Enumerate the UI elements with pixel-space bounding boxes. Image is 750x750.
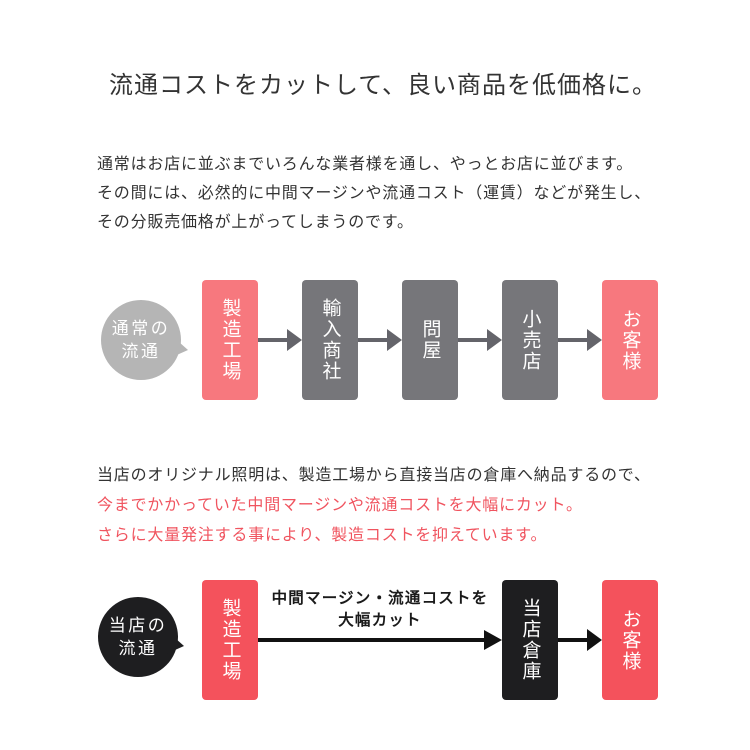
cut-label-line2: 大幅カット xyxy=(338,612,422,629)
flow-box-customer: お客様 xyxy=(602,280,658,400)
store-line-3: さらに大量発注する事により、製造コストを抑えています。 xyxy=(97,527,548,544)
intro-paragraph: 通常はお店に並ぶまでいろんな業者様を通し、やっとお店に並びます。 その間には、必… xyxy=(97,150,651,237)
store-paragraph: 当店のオリジナル照明は、製造工場から直接当店の倉庫へ納品するので、 今までかかっ… xyxy=(97,461,651,551)
store-flow-bubble-tail xyxy=(166,630,184,654)
arrow-4 xyxy=(558,329,602,351)
flow-box-store-factory: 製造工場 xyxy=(202,580,258,700)
store-flow-bubble-line1: 当店の xyxy=(108,616,168,635)
arrow-5 xyxy=(558,629,602,651)
store-flow-bubble: 当店の 流通 xyxy=(98,597,178,677)
arrow-2 xyxy=(358,329,402,351)
page-title: 流通コストをカットして、良い商品を低価格に。 xyxy=(108,72,658,99)
store-line-2: 今までかかっていた中間マージンや流通コストを大幅にカット。 xyxy=(97,497,583,514)
normal-flow-bubble-line2: 流通 xyxy=(121,342,161,361)
flow-box-warehouse: 当店倉庫 xyxy=(502,580,558,700)
intro-line-1: 通常はお店に並ぶまでいろんな業者様を通し、やっとお店に並びます。 xyxy=(97,156,634,173)
intro-line-2: その間には、必然的に中間マージンや流通コスト（運賃）などが発生し、 xyxy=(97,185,652,202)
flow-box-retailer: 小売店 xyxy=(502,280,558,400)
store-line-1: 当店のオリジナル照明は、製造工場から直接当店の倉庫へ納品するので、 xyxy=(97,467,651,484)
normal-flow-bubble: 通常の 流通 xyxy=(101,300,181,380)
cut-label: 中間マージン・流通コストを 大幅カット xyxy=(258,588,502,632)
cut-label-line1: 中間マージン・流通コストを xyxy=(271,590,489,607)
arrow-3 xyxy=(458,329,502,351)
intro-line-3: その分販売価格が上がってしまうのです。 xyxy=(97,214,414,231)
flow-box-factory: 製造工場 xyxy=(202,280,258,400)
normal-flow-bubble-tail xyxy=(170,334,188,358)
store-flow-bubble-line2: 流通 xyxy=(118,639,158,658)
normal-flow-bubble-line1: 通常の xyxy=(111,319,171,338)
long-arrow xyxy=(258,629,502,651)
flow-box-store-customer: お客様 xyxy=(602,580,658,700)
flow-box-wholesaler: 問屋 xyxy=(402,280,458,400)
flow-box-importer: 輸入商社 xyxy=(302,280,358,400)
arrow-1 xyxy=(258,329,302,351)
